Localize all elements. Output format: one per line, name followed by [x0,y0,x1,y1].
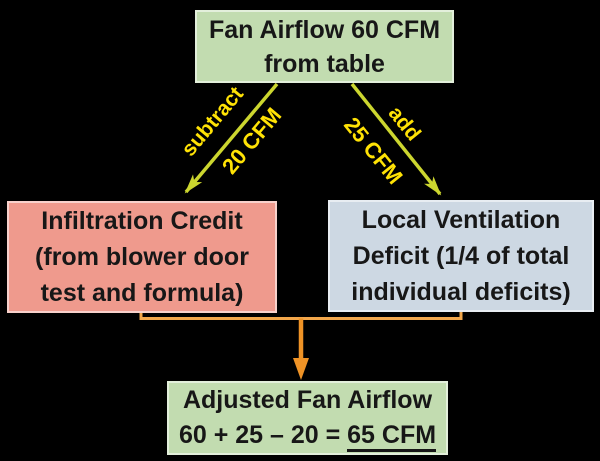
combine-arrowhead-icon [293,358,309,380]
node-adjusted-title: Adjusted Fan Airflow [182,386,433,414]
node-infiltration-credit-line1: Infiltration Credit [41,207,243,235]
node-fan-airflow: Fan Airflow 60 CFM from table [195,10,454,83]
node-adjusted-equation: 60 + 25 – 20 = 65 CFM [178,418,437,453]
node-infiltration-credit: Infiltration Credit (from blower door te… [7,201,277,313]
node-fan-airflow-line1: Fan Airflow 60 CFM [208,15,441,44]
node-adjusted-fan-airflow: Adjusted Fan Airflow 60 + 25 – 20 = 65 C… [167,381,448,455]
node-local-ventilation-deficit: Local Ventilation Deficit (1/4 of total … [328,200,594,312]
equation-prefix: 60 + 25 – 20 = [178,421,348,449]
node-infiltration-credit-line2: (from blower door [35,243,249,271]
node-local-ventilation-line3: individual deficits) [351,278,571,306]
equation-result: 65 CFM [347,421,437,452]
edge-label-add: add [383,101,426,146]
node-infiltration-credit-line3: test and formula) [40,279,244,307]
node-local-ventilation-line1: Local Ventilation [361,206,561,234]
node-fan-airflow-line2: from table [264,49,385,78]
node-local-ventilation-line2: Deficit (1/4 of total [352,242,570,270]
